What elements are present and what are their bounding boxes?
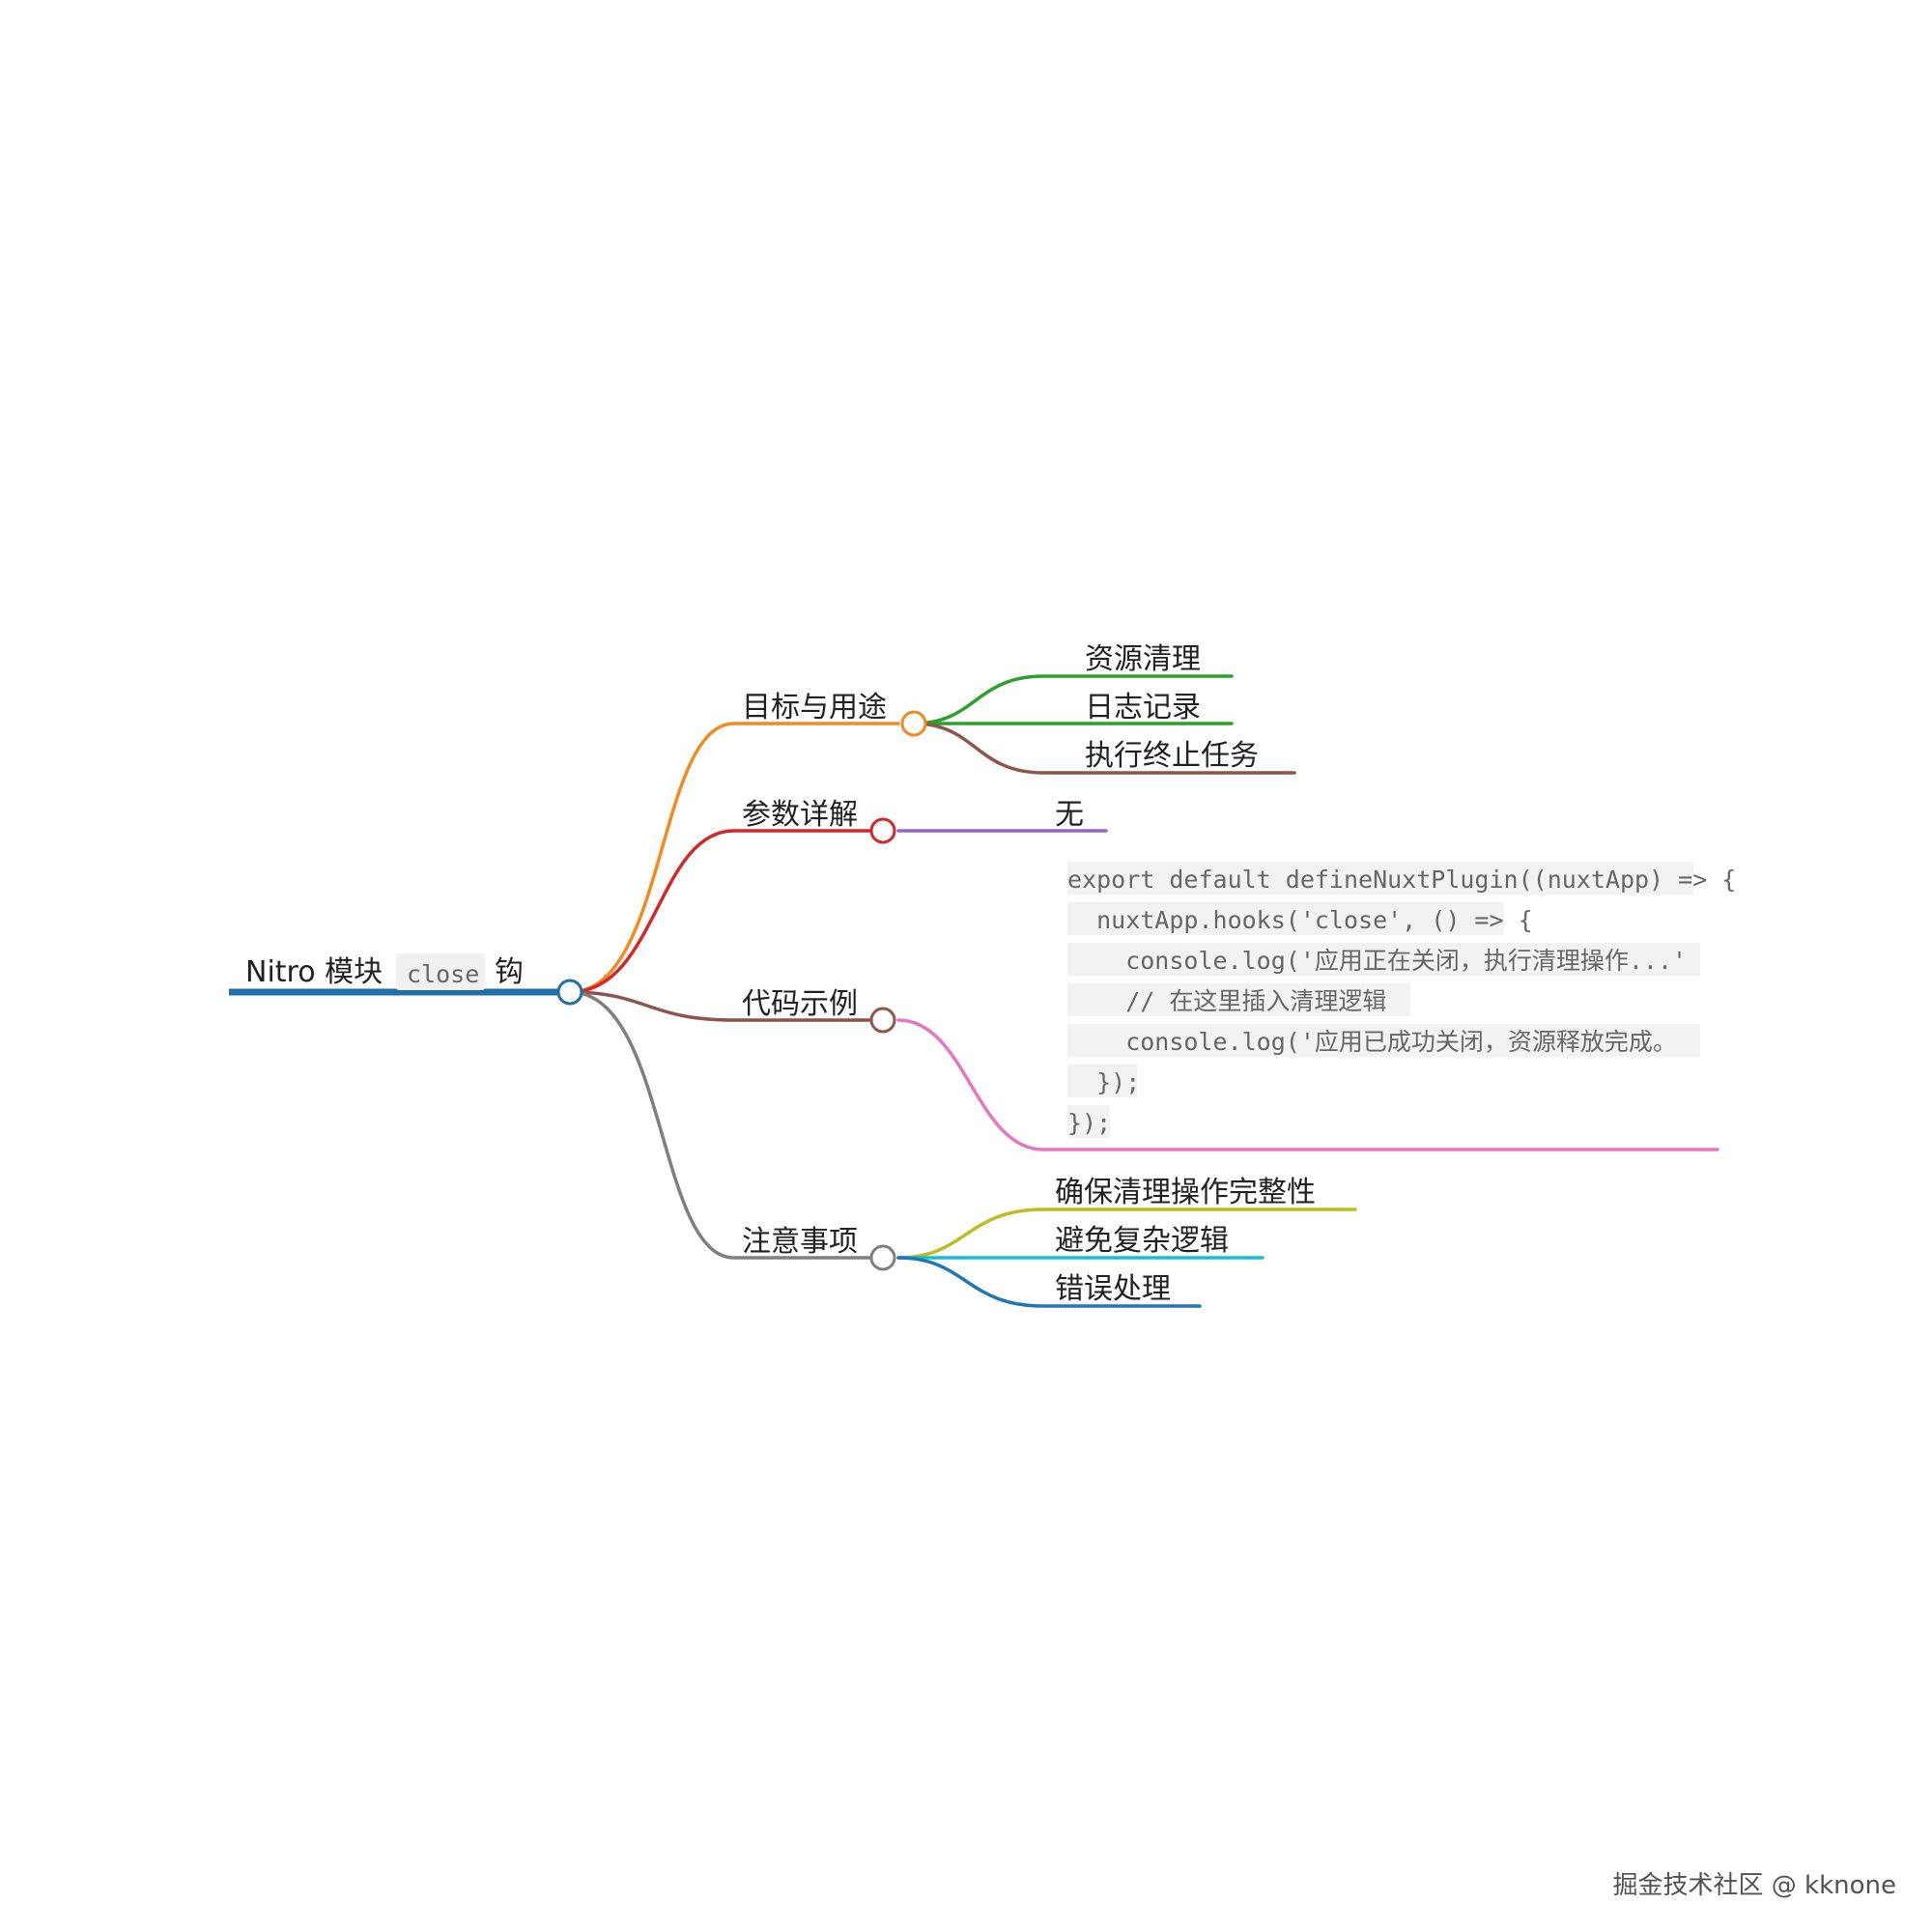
leaf-termination-tasks-label: 执行终止任务 [1085, 739, 1259, 773]
branch-params[interactable]: 参数详解 [742, 798, 858, 832]
connector-notes-integrity [896, 1208, 1357, 1260]
leaf-error-handling: 错误处理 [1055, 1272, 1171, 1306]
connector-goals-tasks [912, 722, 1296, 775]
connector-root-params [568, 829, 889, 994]
code-line-1: export default defineNuxtPlugin((nuxtApp… [1067, 866, 1736, 894]
leaf-avoid-complex-logic-label: 避免复杂逻辑 [1055, 1224, 1229, 1258]
code-line-bg-3 [1067, 943, 1700, 976]
branch-params-label: 参数详解 [742, 798, 858, 832]
branch-goals[interactable]: 目标与用途 [742, 691, 887, 724]
branch-goals-knob[interactable] [900, 710, 927, 737]
watermark-text: 掘金技术社区 @ kknone [1612, 1871, 1896, 1900]
root-collapse-knob[interactable] [556, 979, 583, 1006]
code-line-6: }); [1067, 1068, 1140, 1096]
code-line-bg-2 [1067, 902, 1504, 935]
code-block: export default defineNuxtPlugin((nuxtApp… [1067, 862, 1736, 1138]
branch-params-knob[interactable] [869, 817, 896, 844]
code-line-bg-6 [1067, 1065, 1137, 1097]
leaf-resource-cleanup-label: 资源清理 [1085, 642, 1201, 676]
leaf-none: 无 [1055, 798, 1084, 832]
root-inline-code: close [407, 960, 479, 988]
root-node[interactable]: Nitro 模块 close 钩 [229, 953, 570, 996]
code-line-5: console.log('应用已成功关闭，资源释放完成。 [1067, 1028, 1677, 1056]
code-line-bg-1 [1067, 862, 1693, 895]
code-line-bg-7 [1067, 1105, 1110, 1138]
root-title-suffix: 钩 [495, 955, 524, 989]
root-title-prefix: Nitro 模块 [245, 955, 383, 989]
leaf-logging-label: 日志记录 [1085, 691, 1201, 724]
leaf-termination-tasks: 执行终止任务 [1085, 739, 1259, 773]
branch-notes[interactable]: 注意事项 [742, 1225, 858, 1259]
leaf-resource-cleanup: 资源清理 [1085, 642, 1201, 676]
leaf-cleanup-integrity: 确保清理操作完整性 [1055, 1176, 1316, 1209]
leaf-logging: 日志记录 [1085, 691, 1201, 724]
branch-code-knob[interactable] [869, 1007, 896, 1034]
connector-code-block [896, 1018, 1719, 1151]
leaf-cleanup-integrity-label: 确保清理操作完整性 [1055, 1176, 1316, 1209]
branch-code[interactable]: 代码示例 [742, 987, 858, 1021]
leaf-none-label: 无 [1055, 798, 1084, 832]
branch-notes-knob[interactable] [869, 1244, 896, 1271]
branch-goals-label: 目标与用途 [742, 691, 887, 724]
code-line-bg-5 [1067, 1024, 1700, 1057]
connector-notes-errors [896, 1256, 1202, 1308]
connector-root-code [568, 990, 889, 1022]
code-line-4: // 在这里插入清理逻辑 [1067, 987, 1386, 1015]
leaf-error-handling-label: 错误处理 [1055, 1272, 1171, 1306]
branch-notes-label: 注意事项 [742, 1225, 858, 1259]
connector-root-goals [568, 722, 900, 994]
root-inline-code-bg [396, 953, 485, 990]
code-line-2: nuxtApp.hooks('close', () => { [1067, 906, 1533, 934]
leaf-avoid-complex-logic: 避免复杂逻辑 [1055, 1224, 1229, 1258]
connector-root-notes [568, 990, 889, 1260]
connector-goals-cleanup [912, 674, 1234, 725]
code-line-3: console.log('应用正在关闭，执行清理操作...' [1067, 947, 1687, 975]
code-line-bg-4 [1067, 983, 1410, 1016]
branch-code-label: 代码示例 [742, 987, 858, 1021]
code-line-7: }); [1067, 1109, 1111, 1137]
